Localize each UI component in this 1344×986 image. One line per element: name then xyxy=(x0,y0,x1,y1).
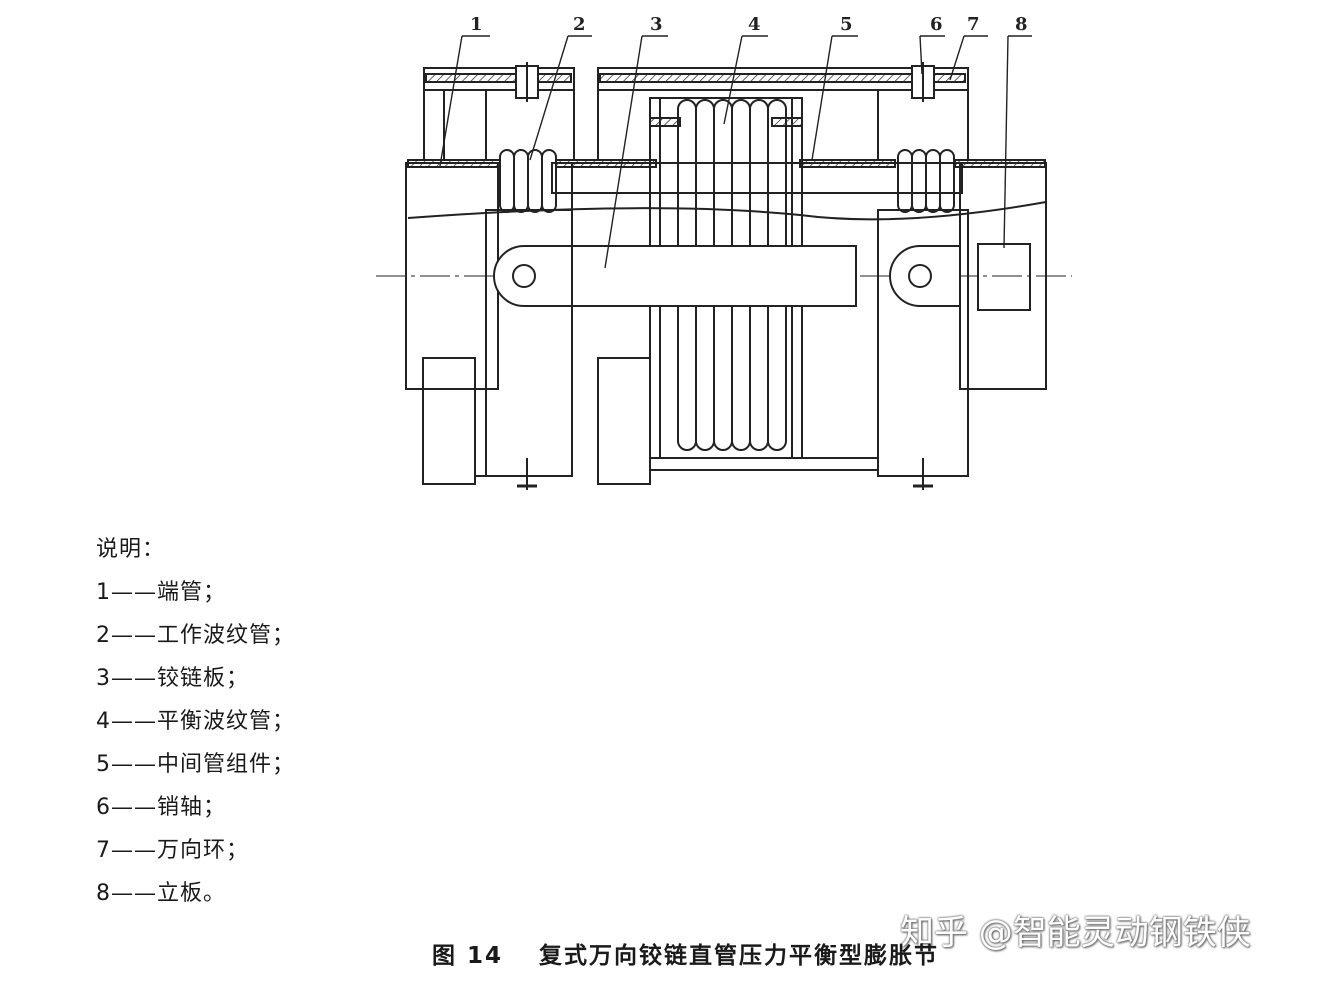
callout-5: 5 xyxy=(840,14,853,35)
legend: 说明： 1——端管； 2——工作波纹管； 3——铰链板； 4——平衡波纹管； 5… xyxy=(96,528,295,915)
upright-plate xyxy=(977,243,1031,311)
figure-number: 图 14 xyxy=(432,943,504,969)
legend-item: 4——平衡波纹管； xyxy=(96,709,296,734)
callout-8: 8 xyxy=(1015,14,1028,35)
figure-caption: 图 14 复式万向铰链直管压力平衡型膨胀节 xyxy=(432,936,939,970)
legend-title: 说明： xyxy=(96,537,166,562)
middle-pipe xyxy=(551,162,963,194)
callout-7: 7 xyxy=(967,14,980,35)
hinge-plate xyxy=(493,245,857,307)
callout-4: 4 xyxy=(748,14,761,35)
legend-item: 8——立板。 xyxy=(96,881,227,906)
legend-item: 5——中间管组件； xyxy=(96,752,296,777)
legend-item: 1——端管； xyxy=(96,580,227,605)
callout-2: 2 xyxy=(573,14,586,35)
mid-bottom-block xyxy=(597,357,651,485)
left-working-bellows xyxy=(499,149,557,213)
right-pin xyxy=(908,264,932,288)
callout-3: 3 xyxy=(650,14,663,35)
legend-item: 2——工作波纹管； xyxy=(96,623,296,648)
callout-1: 1 xyxy=(470,14,483,35)
right-working-bellows xyxy=(897,149,955,213)
legend-item: 7——万向环； xyxy=(96,838,250,863)
watermark: 知乎 @智能灵动钢铁侠 xyxy=(900,913,1251,953)
callout-6: 6 xyxy=(930,14,943,35)
legend-item: 6——销轴； xyxy=(96,795,227,820)
left-bottom-block xyxy=(422,357,476,485)
left-pin xyxy=(512,264,536,288)
legend-item: 3——铰链板； xyxy=(96,666,250,691)
expansion-joint-drawing: 1 2 3 4 5 6 7 8 xyxy=(376,14,1072,490)
figure-title: 复式万向铰链直管压力平衡型膨胀节 xyxy=(539,943,940,969)
